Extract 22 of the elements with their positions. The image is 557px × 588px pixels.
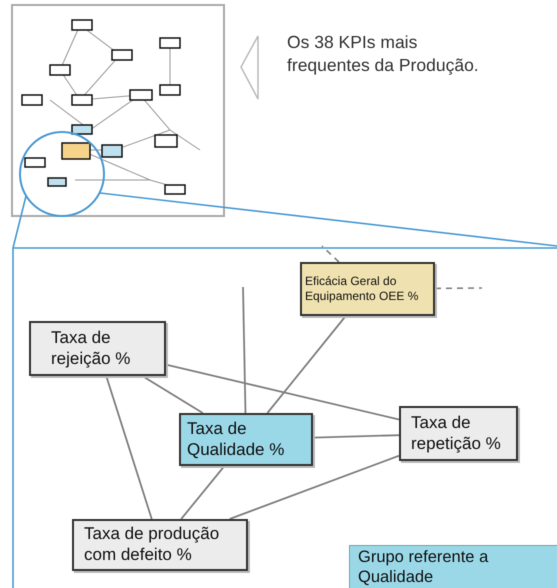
connector-line — [266, 315, 346, 414]
kpi-label: Taxa de repetição % — [411, 412, 502, 454]
kpi-box — [399, 406, 518, 461]
connector-line — [180, 465, 226, 520]
kpi-box — [29, 321, 166, 376]
kpi-label: Taxa de rejeição % — [51, 328, 132, 370]
connector-line — [312, 434, 400, 438]
kpi-label: Eficácia Geral do Equipamento OEE % — [305, 274, 420, 304]
connector-line — [166, 364, 400, 420]
kpi-label: Taxa de produção com defeito % — [84, 524, 220, 566]
connector-line — [229, 454, 400, 520]
legend-label: Grupo referente a Qualidade — [358, 548, 490, 586]
kpi-box — [300, 262, 435, 316]
connector-line — [435, 287, 482, 290]
connector-line — [105, 376, 153, 520]
kpi-box — [179, 413, 313, 466]
kpi-box — [72, 519, 248, 571]
connector-line — [242, 286, 246, 414]
note-text: Os 38 KPIs mais frequentes da Produção. — [287, 31, 480, 76]
connector-line — [142, 375, 204, 414]
connector-line — [321, 245, 340, 263]
kpi-label: Taxa de Qualidade % — [187, 418, 286, 460]
